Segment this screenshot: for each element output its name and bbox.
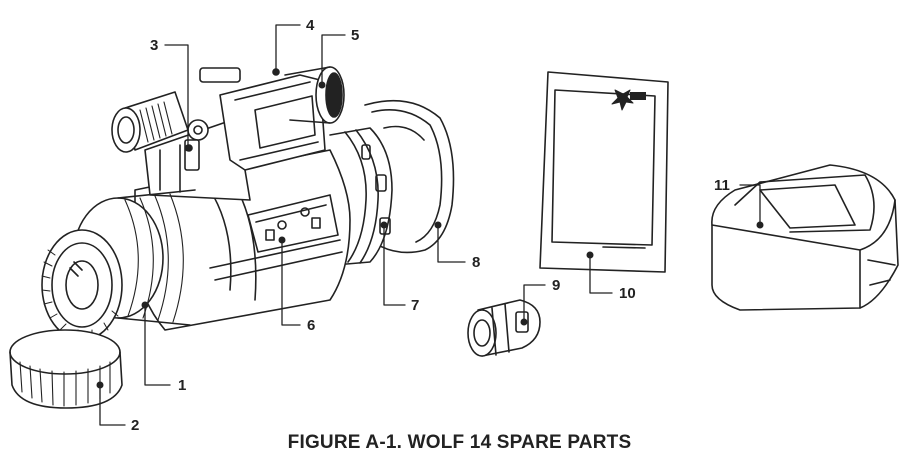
- adapter-illustration: [467, 299, 541, 357]
- callout-4: 4: [306, 17, 315, 34]
- monocular-illustration: [41, 66, 455, 341]
- callout-3: 3: [150, 37, 158, 54]
- callout-6: 6: [307, 317, 315, 334]
- callout-9: 9: [552, 277, 560, 294]
- callout-5: 5: [351, 27, 359, 44]
- callout-7: 7: [411, 297, 419, 314]
- figure-caption: FIGURE A-1. WOLF 14 SPARE PARTS: [287, 432, 632, 453]
- case-illustration: [711, 164, 899, 311]
- manual-illustration: [539, 71, 669, 273]
- lens-cap-illustration: [9, 329, 123, 409]
- leader-lines: [99, 24, 761, 426]
- callout-1: 1: [178, 377, 186, 394]
- callout-10: 10: [619, 285, 636, 302]
- callout-8: 8: [472, 254, 480, 271]
- mount-plate: [247, 194, 339, 253]
- callout-11: 11: [714, 177, 730, 194]
- leader-dots: [96, 68, 764, 389]
- callout-2: 2: [131, 417, 139, 434]
